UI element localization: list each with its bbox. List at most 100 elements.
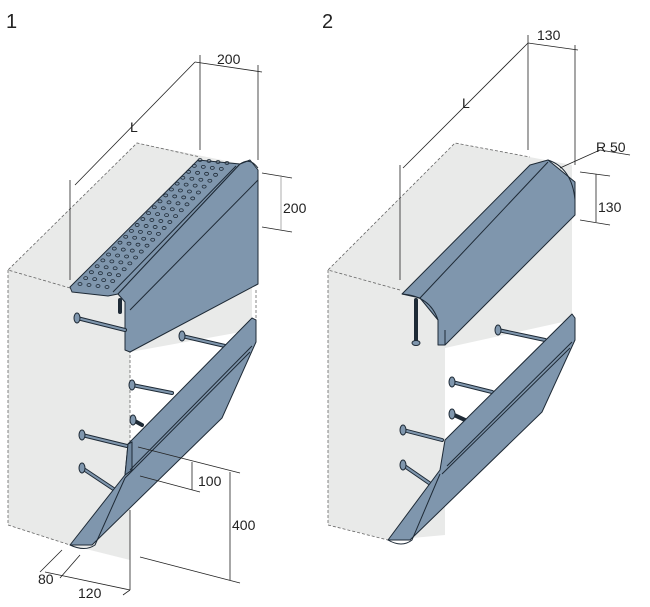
perforation-hole bbox=[180, 175, 186, 180]
perforation-hole bbox=[163, 193, 169, 198]
perforation-hole bbox=[106, 252, 111, 257]
perforation-hole bbox=[152, 225, 158, 229]
dim-lower-step: 100 bbox=[198, 473, 222, 489]
perforation-hole bbox=[175, 201, 181, 206]
perforation-hole bbox=[83, 276, 89, 280]
perforation-hole bbox=[115, 253, 120, 258]
lower-profile bbox=[69, 317, 257, 549]
perforation-hole bbox=[109, 259, 115, 264]
dimension-lines bbox=[399, 35, 631, 280]
perforation-hole bbox=[143, 224, 149, 228]
perforation-hole bbox=[111, 246, 117, 251]
perforation-hole bbox=[117, 240, 123, 245]
perforation-hole bbox=[129, 228, 134, 233]
perforation-hole bbox=[207, 178, 213, 183]
wall-edge bbox=[327, 524, 389, 541]
perforation-hole bbox=[187, 189, 192, 194]
dim-base-b: 120 bbox=[78, 585, 102, 601]
perforation-hole bbox=[103, 265, 109, 270]
perforation-hole bbox=[138, 229, 143, 234]
perforation-hole bbox=[150, 237, 156, 242]
perforation-hole bbox=[166, 200, 172, 205]
perforation-hole bbox=[95, 284, 101, 288]
perforation-hole bbox=[77, 282, 83, 286]
perforation-hole bbox=[167, 220, 173, 224]
perforation-hole bbox=[213, 172, 218, 177]
perforation-hole bbox=[118, 260, 124, 265]
dimension-lines bbox=[39, 55, 293, 596]
anchors bbox=[73, 312, 227, 492]
perforation-hole bbox=[181, 195, 187, 200]
perforation-hole bbox=[126, 241, 132, 246]
perforation-hole bbox=[224, 161, 230, 165]
perforation-hole bbox=[141, 236, 147, 241]
wall-outline bbox=[327, 142, 531, 291]
perforation-hole bbox=[164, 213, 169, 218]
dim-height: 200 bbox=[283, 200, 307, 216]
perforation-hole bbox=[101, 278, 107, 282]
perforation-hole bbox=[107, 272, 112, 277]
perforation-hole bbox=[151, 205, 157, 210]
perforation-hole bbox=[104, 285, 110, 289]
perforation-hole bbox=[110, 279, 116, 283]
dim-radius: R 50 bbox=[596, 139, 626, 155]
dim-top-width: 200 bbox=[217, 51, 241, 67]
perforation-hole bbox=[121, 267, 127, 272]
perforation-hole bbox=[178, 208, 184, 213]
figure-1-number: 1 bbox=[6, 11, 17, 33]
figure-2: 2 bbox=[322, 11, 631, 545]
perforation-hole bbox=[198, 177, 204, 182]
perforation-hole bbox=[161, 226, 167, 230]
perforation-hole bbox=[140, 217, 146, 221]
perforation-hole bbox=[135, 242, 141, 247]
perforation-hole bbox=[196, 190, 201, 195]
perforation-hole bbox=[155, 212, 160, 217]
dim-length: L bbox=[130, 119, 138, 135]
perforation-hole bbox=[86, 283, 92, 287]
perforation-hole bbox=[178, 188, 183, 193]
perforation-hole bbox=[134, 223, 140, 227]
perforation-hole bbox=[146, 211, 151, 216]
dim-length: L bbox=[462, 95, 470, 111]
perforation-hole bbox=[189, 176, 195, 181]
perforation-hole bbox=[192, 183, 198, 188]
perforation-hole bbox=[160, 206, 166, 211]
perforation-hole bbox=[200, 165, 206, 169]
figure-1: 1 bbox=[6, 11, 307, 601]
perforation-hole bbox=[138, 249, 144, 254]
perforation-hole bbox=[218, 167, 224, 171]
dim-top-width: 130 bbox=[537, 27, 561, 43]
lower-profile bbox=[387, 313, 576, 545]
dim-lower-height: 400 bbox=[232, 517, 256, 533]
top-profile bbox=[69, 158, 259, 353]
perforation-hole bbox=[116, 273, 121, 278]
perforation-hole bbox=[169, 207, 175, 212]
perforation-hole bbox=[149, 218, 155, 222]
dim-height: 130 bbox=[598, 199, 622, 215]
perforation-hole bbox=[156, 231, 161, 236]
perforation-hole bbox=[89, 270, 94, 275]
figure-2-number: 2 bbox=[322, 11, 333, 33]
perforation-hole bbox=[206, 159, 212, 163]
perforation-hole bbox=[204, 171, 209, 176]
perforation-hole bbox=[98, 271, 103, 276]
perforation-hole bbox=[169, 187, 174, 192]
perforation-hole bbox=[120, 247, 126, 252]
perforation-hole bbox=[100, 258, 106, 263]
perforation-hole bbox=[127, 261, 133, 266]
perforation-hole bbox=[123, 234, 129, 239]
perforation-hole bbox=[172, 194, 178, 199]
perforation-hole bbox=[201, 184, 207, 189]
perforation-hole bbox=[197, 158, 203, 162]
anchors bbox=[399, 324, 547, 487]
perforation-hole bbox=[94, 264, 100, 269]
perforation-hole bbox=[190, 196, 196, 201]
top-profile-rounded bbox=[401, 159, 576, 346]
perforation-hole bbox=[184, 202, 190, 207]
perforation-hole bbox=[195, 170, 200, 175]
perforation-hole bbox=[147, 230, 152, 235]
perforation-hole bbox=[186, 169, 191, 174]
wall-outline bbox=[7, 142, 201, 289]
perforation-hole bbox=[112, 266, 118, 271]
